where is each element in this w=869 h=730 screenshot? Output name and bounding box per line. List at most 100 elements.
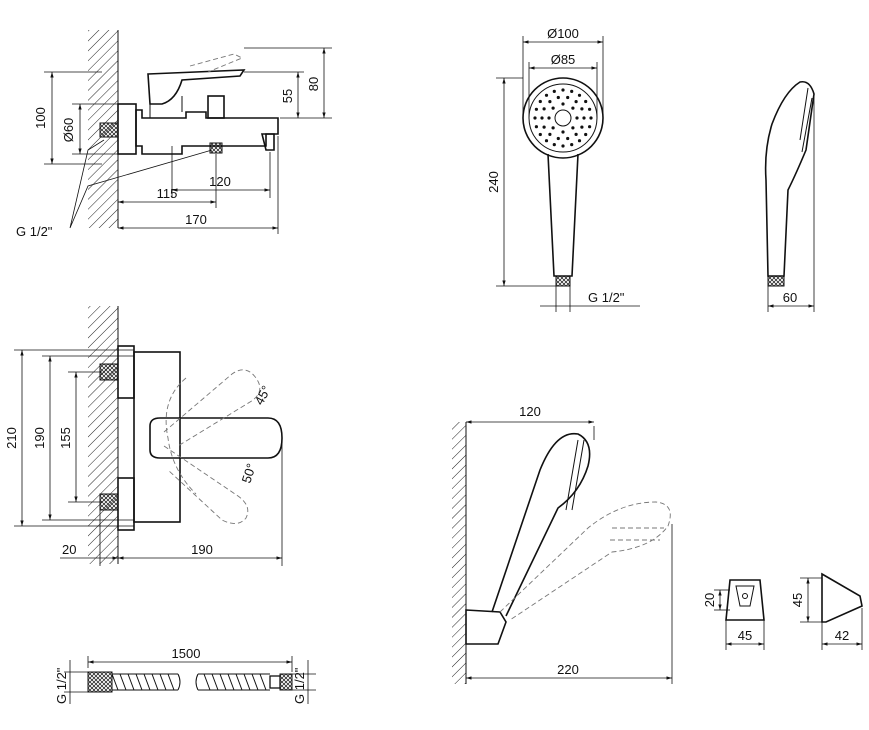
spray-nozzle	[544, 93, 549, 97]
spray-nozzle	[580, 125, 584, 129]
spray-nozzles	[533, 88, 593, 148]
shower-in-holder	[491, 432, 591, 617]
spray-nozzle	[556, 136, 560, 141]
mixer-body	[135, 109, 279, 155]
spray-nozzle	[588, 125, 592, 129]
spray-nozzle	[570, 89, 574, 93]
shower-tilted-face	[610, 527, 664, 541]
spray-nozzle	[577, 139, 582, 143]
spray-nozzle	[584, 99, 588, 104]
spray-nozzle	[552, 143, 556, 147]
spray-nozzle	[544, 139, 549, 143]
diverter-knob	[207, 95, 225, 119]
holder-front-view: 20 45	[702, 579, 765, 650]
spray-nozzle	[534, 125, 539, 129]
head-handle	[547, 153, 579, 277]
spray-nozzle	[542, 107, 546, 111]
shower-head-front: Ø100 Ø85 240 G 1/2"	[486, 26, 640, 312]
shower-tilted-outline	[499, 501, 671, 621]
spray-nozzle	[584, 132, 588, 137]
dim-label-1500: 1500	[172, 646, 201, 661]
spray-nozzle	[580, 107, 584, 111]
lever-position-45	[163, 369, 261, 447]
holder-screw-hole	[742, 593, 748, 599]
dim-label-240: 240	[486, 171, 501, 193]
wall-holder-assembly: 120 220	[452, 404, 673, 684]
spray-nozzle	[551, 126, 555, 130]
spray-nozzle	[561, 144, 565, 148]
mixer-flange	[117, 103, 137, 155]
spray-nozzle	[574, 132, 578, 136]
mixer-handle-stem	[149, 96, 183, 118]
spray-nozzle	[561, 130, 565, 134]
dim-label-100: 100	[33, 107, 48, 129]
shower-head-side: 60	[764, 80, 815, 312]
dim-label-190-h: 190	[191, 542, 213, 557]
spout-aerator	[260, 133, 275, 151]
dim-label-220: 220	[557, 662, 579, 677]
holder-front-slot	[735, 585, 755, 607]
dim-label-45-holder-h: 45	[790, 593, 805, 607]
spray-nozzle	[552, 89, 556, 93]
dim-label-60: Ø60	[61, 118, 76, 143]
spray-nozzle	[551, 106, 555, 110]
thread-upper	[99, 363, 119, 381]
wall-hatching-assembly	[452, 422, 466, 684]
head-face-disc	[528, 83, 598, 153]
dim-label-20-holder: 20	[702, 593, 717, 607]
thread-label-head: G 1/2"	[588, 290, 625, 305]
spray-nozzle	[589, 116, 593, 120]
thread-label-hose-left: G 1/2"	[54, 667, 69, 704]
head-handle-thread	[555, 275, 571, 287]
angle-label-50: 50°	[239, 462, 259, 485]
dim-label-45-holder-w: 45	[738, 628, 752, 643]
dim-label-55: 55	[280, 89, 295, 103]
spray-nozzle	[582, 116, 586, 120]
mixer-body-top	[133, 351, 181, 523]
spray-nozzle	[547, 116, 551, 120]
spray-nozzle	[538, 99, 542, 104]
spray-nozzle	[566, 95, 570, 100]
handle-raised-outline	[189, 53, 244, 73]
dim-label-d100: Ø100	[547, 26, 579, 41]
spray-nozzle	[561, 102, 565, 106]
dim-label-170: 170	[185, 212, 207, 227]
holder-side-view: 45 42	[790, 572, 863, 650]
angle-label-45: 45°	[251, 383, 273, 407]
shower-hose: 1500 G 1/2" G 1/2"	[54, 646, 316, 704]
spray-nozzle	[574, 100, 578, 104]
hose-segment-right	[198, 673, 270, 691]
dim-label-115: 115	[157, 186, 178, 201]
spray-nozzle	[534, 107, 539, 111]
dim-label-42: 42	[835, 628, 849, 643]
dim-label-20: 20	[62, 542, 76, 557]
spray-nozzle	[548, 100, 552, 104]
spray-nozzle	[548, 132, 552, 136]
spray-nozzle	[571, 126, 575, 130]
dim-label-190-v: 190	[32, 427, 47, 449]
spray-nozzle	[538, 132, 542, 137]
hose-nut-left	[87, 671, 113, 693]
mixer-thread	[99, 122, 119, 138]
spray-nozzle	[540, 116, 544, 120]
eccentric-upper	[117, 345, 135, 399]
head-center-ring	[554, 109, 572, 127]
thread-label-hose-right: G 1/2"	[292, 667, 307, 704]
dim-label-210: 210	[4, 427, 19, 449]
head-side-thread	[767, 275, 785, 287]
hose-segment-left	[111, 673, 178, 691]
spray-nozzle	[577, 93, 582, 97]
eccentric-lower	[117, 477, 135, 531]
shower-outlet-thread	[209, 142, 223, 154]
dim-label-155: 155	[58, 427, 73, 449]
spray-nozzle	[588, 107, 592, 111]
dim-label-120: 120	[209, 174, 231, 189]
dim-label-80: 80	[306, 77, 321, 91]
thread-leader	[69, 139, 213, 229]
shower-face-lines	[565, 439, 585, 511]
spray-nozzle	[561, 88, 565, 92]
mixer-handle	[147, 69, 246, 105]
dim-label-120-assembly: 120	[519, 404, 541, 419]
spray-nozzle	[542, 125, 546, 129]
